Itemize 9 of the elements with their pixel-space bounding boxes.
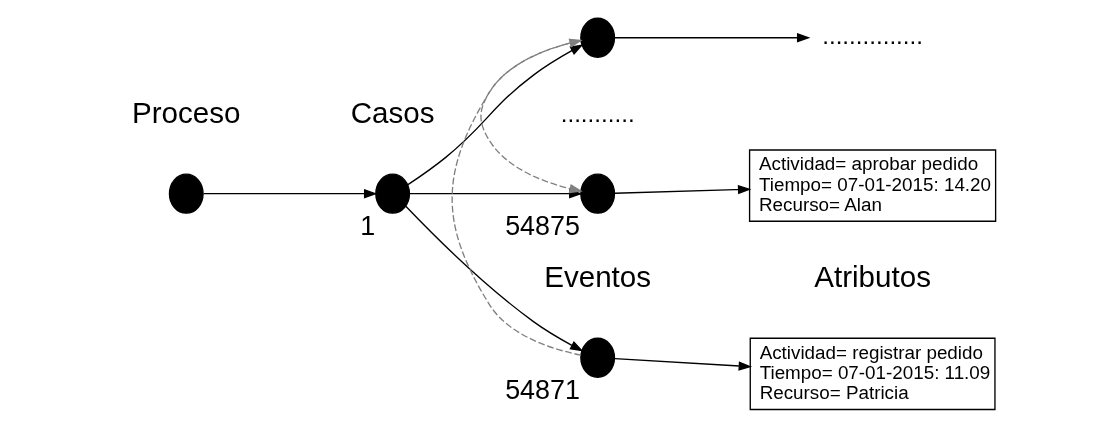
label: Casos — [350, 96, 435, 130]
label: Proceso — [131, 96, 240, 130]
label: ........... — [560, 99, 635, 127]
node-label: 54875 — [504, 210, 580, 241]
node-label: 54871 — [504, 374, 580, 405]
label: Eventos — [543, 260, 651, 294]
label: Atributos — [813, 260, 931, 294]
node-label: 1 — [359, 210, 375, 241]
node-text: ............... — [821, 21, 923, 49]
